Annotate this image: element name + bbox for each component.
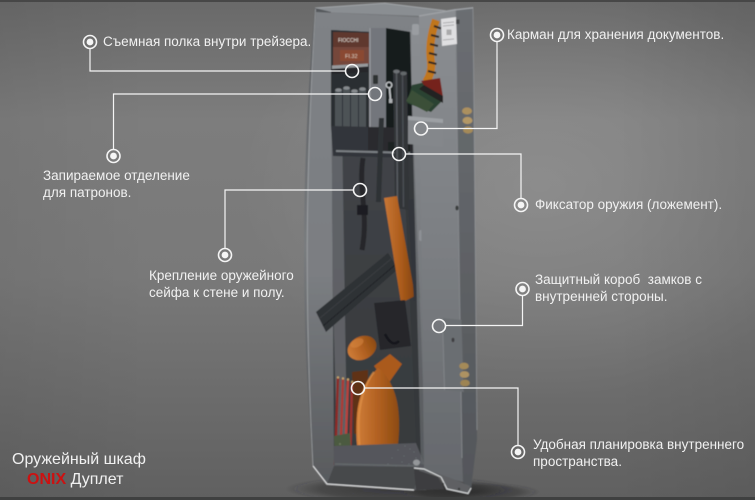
svg-text:FI.32: FI.32 [345, 54, 358, 60]
svg-text:FIOCCHI: FIOCCHI [338, 38, 359, 44]
